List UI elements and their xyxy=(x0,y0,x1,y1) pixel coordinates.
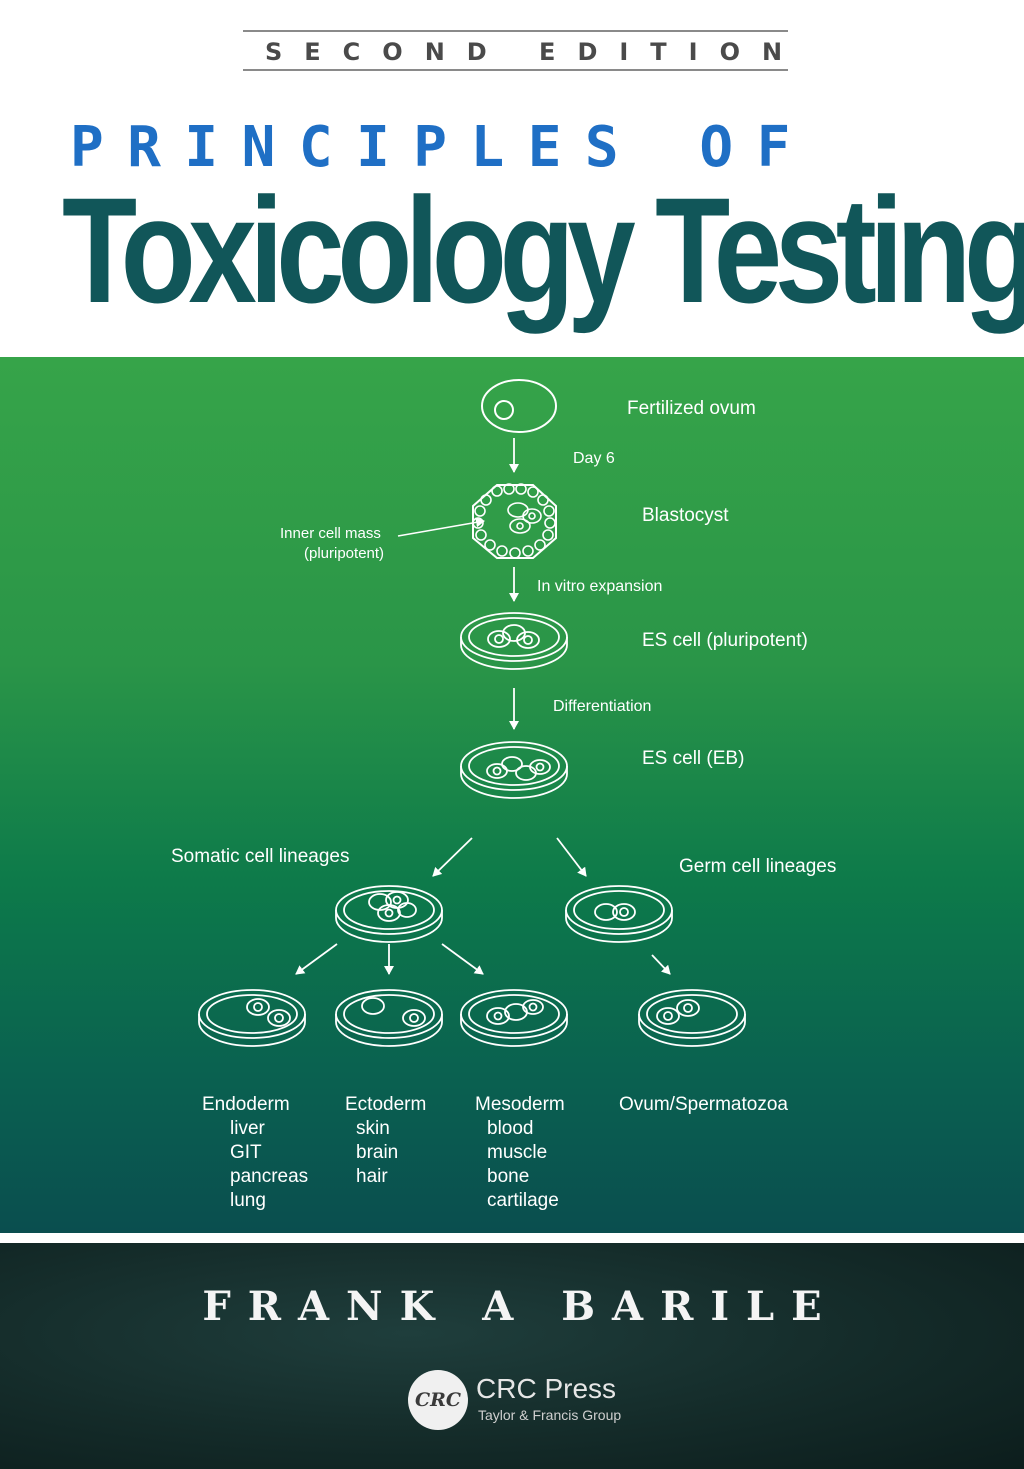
arrow-to-ovum xyxy=(651,954,671,975)
author-name: FRANK A BARILE xyxy=(202,1283,839,1330)
label-es-cell-pluripotent: ES cell (pluripotent) xyxy=(642,630,808,651)
edition-label: SECOND EDITION xyxy=(265,38,805,66)
label-fertilized-ovum: Fertilized ovum xyxy=(627,398,756,419)
label-pluripotent: (pluripotent) xyxy=(304,545,384,562)
blastocyst-icon xyxy=(472,483,557,559)
label-mesoderm-cartilage: cartilage xyxy=(487,1190,559,1211)
label-mesoderm: Mesoderm xyxy=(475,1094,565,1115)
label-ovum-spermatozoa: Ovum/Spermatozoa xyxy=(619,1094,788,1115)
publisher-group: Taylor & Francis Group xyxy=(478,1407,622,1423)
label-mesoderm-blood: blood xyxy=(487,1118,534,1139)
mesoderm-dish-icon xyxy=(460,989,568,1047)
publisher-name: CRC Press xyxy=(476,1373,617,1404)
label-differentiation: Differentiation xyxy=(553,698,651,715)
es-eb-dish-icon xyxy=(460,741,568,799)
label-ectoderm-skin: skin xyxy=(356,1118,390,1139)
arrow-to-mesoderm xyxy=(441,943,484,975)
label-inner-cell-mass: Inner cell mass xyxy=(280,525,381,542)
ovum-dish-icon xyxy=(638,989,746,1047)
label-endoderm-pancreas: pancreas xyxy=(230,1166,308,1187)
germ-dish-icon xyxy=(565,885,673,943)
edition-banner: SECOND EDITION xyxy=(243,30,788,71)
label-germ: Germ cell lineages xyxy=(679,856,836,877)
es-cell-dish-icon xyxy=(460,612,568,670)
label-mesoderm-muscle: muscle xyxy=(487,1142,547,1163)
label-endoderm-git: GIT xyxy=(230,1142,262,1163)
label-in-vitro: In vitro expansion xyxy=(537,578,662,595)
arrow-to-germ xyxy=(556,837,587,877)
label-endoderm-liver: liver xyxy=(230,1118,266,1139)
arrow-to-endoderm xyxy=(295,943,338,975)
divider xyxy=(0,1233,1024,1243)
label-blastocyst: Blastocyst xyxy=(642,505,729,526)
series-title: PRINCIPLES OF xyxy=(70,115,814,180)
arrow-to-somatic xyxy=(432,837,473,877)
label-ectoderm: Ectoderm xyxy=(345,1094,426,1115)
label-day6: Day 6 xyxy=(573,450,615,467)
diagram-panel xyxy=(0,357,1024,1233)
label-endoderm: Endoderm xyxy=(202,1094,290,1115)
label-ectoderm-brain: brain xyxy=(356,1142,398,1163)
ectoderm-dish-icon xyxy=(335,989,443,1047)
label-ectoderm-hair: hair xyxy=(356,1166,388,1187)
endoderm-dish-icon xyxy=(198,989,306,1047)
somatic-dish-icon xyxy=(335,885,443,943)
label-mesoderm-bone: bone xyxy=(487,1166,529,1187)
crc-logo-icon: CRC xyxy=(408,1370,468,1430)
author-panel xyxy=(0,1243,1024,1469)
fertilized-ovum-icon xyxy=(481,379,557,433)
icm-pointer xyxy=(397,517,485,537)
label-somatic: Somatic cell lineages xyxy=(171,846,349,867)
label-es-cell-eb: ES cell (EB) xyxy=(642,748,744,769)
label-endoderm-lung: lung xyxy=(230,1190,266,1211)
